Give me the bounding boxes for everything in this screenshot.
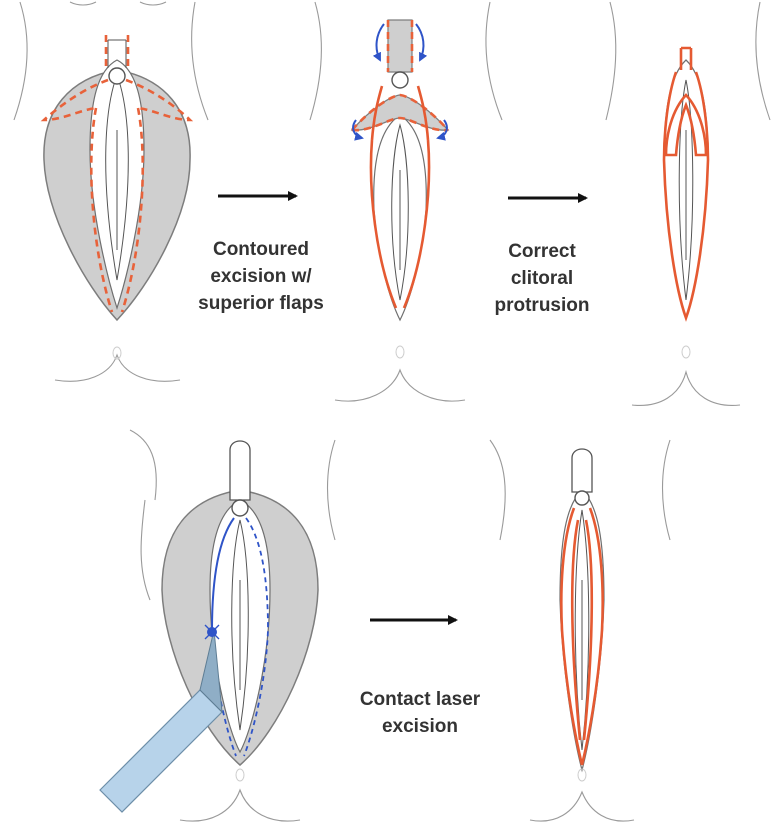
caption-contact-laser-excision: Contact laser excision: [340, 686, 500, 740]
caption-line: clitoral: [482, 265, 602, 292]
caption-line: excision: [340, 713, 500, 740]
panel-before-contoured-excision: [14, 2, 208, 381]
caption-line: Contoured: [186, 236, 336, 263]
caption-line: excision w/: [186, 263, 336, 290]
caption-line: superior flaps: [186, 290, 336, 317]
caption-line: Correct: [482, 238, 602, 265]
panel-after-clitoral-correction: [606, 2, 770, 405]
caption-contoured-excision: Contoured excision w/ superior flaps: [186, 236, 336, 317]
caption-line: protrusion: [482, 292, 602, 319]
caption-line: Contact laser: [340, 686, 500, 713]
panel-after-laser-excision: [490, 440, 670, 821]
panel-after-excision-flaps: [310, 2, 502, 401]
caption-correct-clitoral-protrusion: Correct clitoral protrusion: [482, 238, 602, 319]
panel-before-laser-excision: [100, 430, 335, 821]
